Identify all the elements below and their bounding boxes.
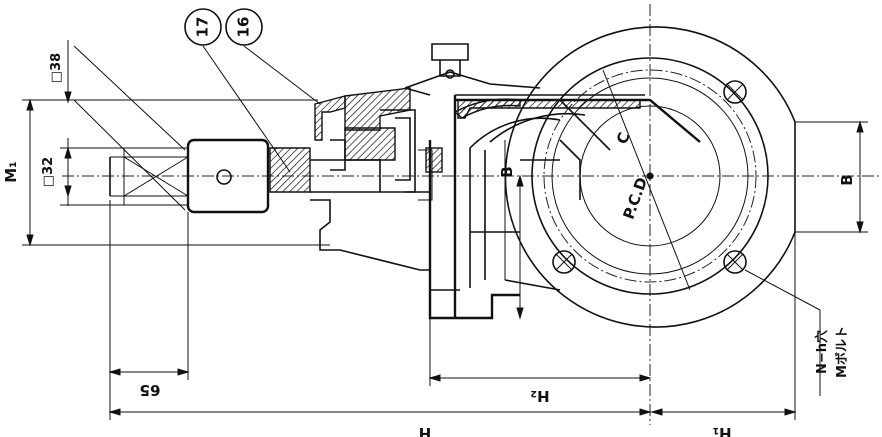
bolt-hole-bottom-right (723, 250, 747, 274)
bolt-hole-top (723, 80, 747, 104)
dimension-lines (22, 40, 868, 420)
svg-text:16: 16 (235, 17, 253, 38)
shaft-assembly (109, 138, 381, 214)
gearbox (310, 87, 443, 271)
top-fitting (404, 43, 541, 89)
flange (504, 26, 796, 328)
hole-note-line2: Mボルト (834, 326, 850, 378)
dim-B-left: B (498, 166, 516, 177)
bolt-hole-bottom-left (552, 250, 576, 274)
dim-C: C (613, 130, 634, 147)
dim-H2: H₂ (530, 387, 549, 405)
balloon-16: 16 (225, 8, 263, 46)
dim-square-32: □32 (41, 157, 56, 187)
balloon-17: 17 (184, 8, 222, 46)
dim-square-38: □38 (49, 53, 64, 83)
svg-text:17: 17 (194, 17, 212, 38)
valve-body (428, 94, 701, 320)
dim-PCD: P.C.D (619, 175, 651, 222)
dim-B-right: B (838, 174, 856, 185)
balloon-leaders (73, 45, 321, 211)
dim-H: H (419, 424, 432, 437)
dim-65: 65 (140, 381, 161, 399)
hole-note-line1: N−h穴 (814, 330, 830, 374)
dim-H1: H₁ (712, 424, 731, 437)
dim-M1: M₁ (2, 161, 20, 183)
